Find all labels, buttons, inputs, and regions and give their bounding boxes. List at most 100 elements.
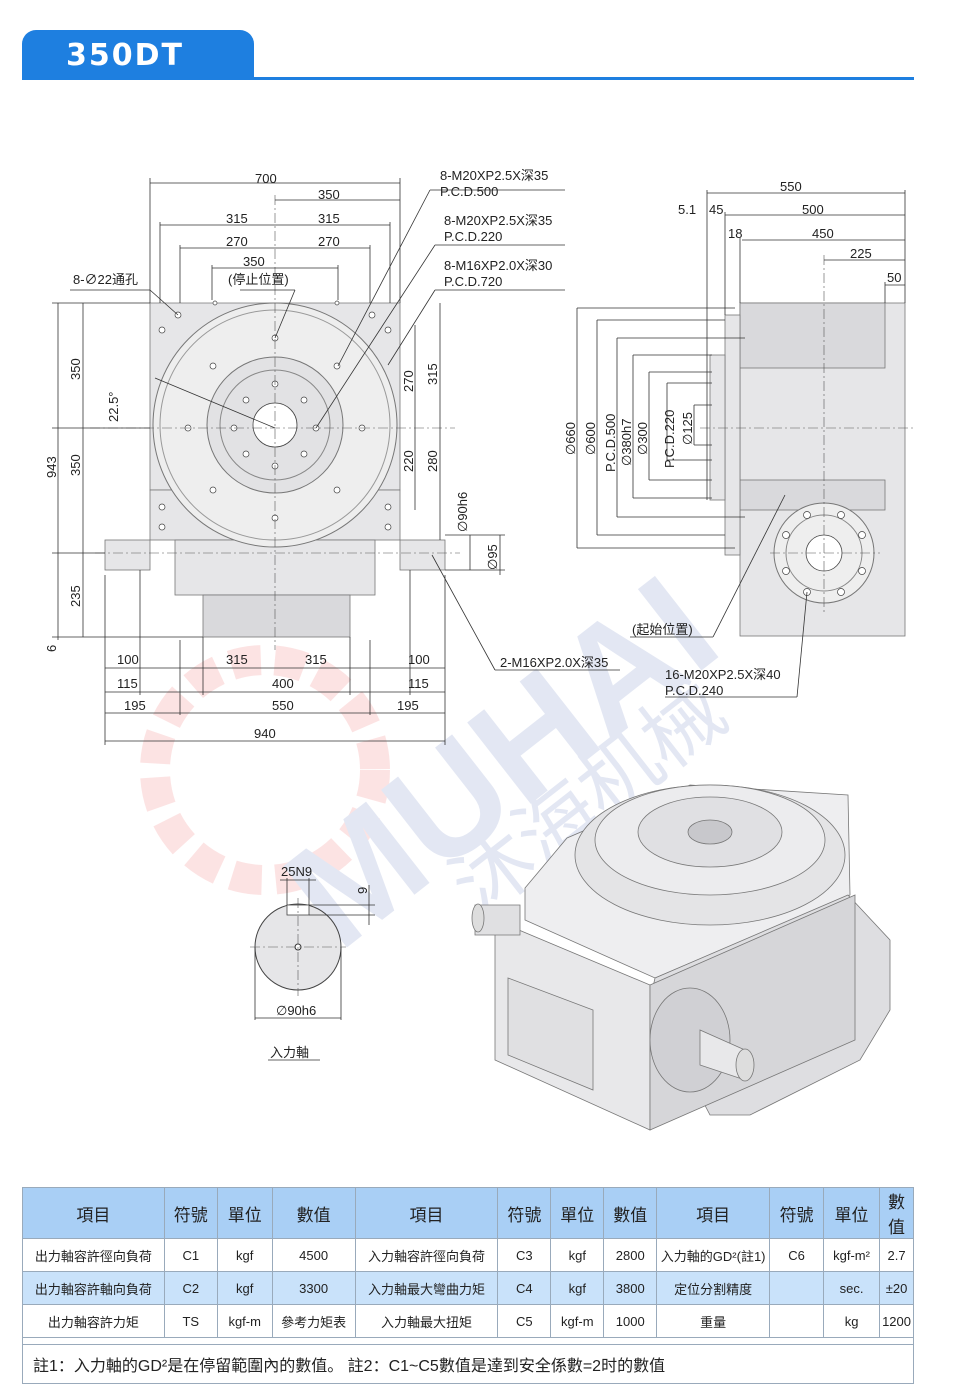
cell: kgf (550, 1271, 605, 1305)
cell: 入力軸最大彎曲力矩 (354, 1271, 499, 1305)
dim-95: ∅95 (485, 544, 500, 570)
cell: C1 (163, 1238, 218, 1272)
col-item: 項目 (354, 1187, 499, 1239)
spec-header-row: 項目 符號 單位 數值 項目 符號 單位 數值 項目 符號 單位 數值 (22, 1187, 914, 1239)
dim-100-right: 100 (408, 652, 430, 667)
dim-550-side: 550 (780, 179, 802, 194)
dim-350-stop: 350 (243, 254, 265, 269)
through-holes-label: 8-∅22通孔 (73, 272, 138, 287)
side-callout-line1: 16-M20XP2.5X深40 (665, 667, 781, 682)
dim-225: 225 (850, 246, 872, 261)
input-shaft-section: 25N9 9 ∅90h6 入力軸 (250, 864, 375, 1061)
dim-300: ∅300 (635, 422, 650, 455)
spec-table: 項目 符號 單位 數值 項目 符號 單位 數值 項目 符號 單位 數值 出力軸容… (22, 1187, 914, 1384)
col-symbol: 符號 (163, 1187, 218, 1239)
cell: TS (163, 1304, 218, 1338)
cell: 1200 (879, 1304, 914, 1338)
cell: 2.7 (879, 1238, 914, 1272)
dim-315-bottom-right: 315 (305, 652, 327, 667)
cell: C5 (497, 1304, 552, 1338)
cell: kgf (216, 1271, 273, 1305)
dim-50: 50 (887, 270, 901, 285)
shaft-diameter: ∅90h6 (276, 1003, 316, 1018)
dim-pcd500: P.C.D.500 (603, 414, 618, 472)
cell: C3 (497, 1238, 552, 1272)
keyway-label: 25N9 (281, 864, 312, 879)
col-symbol: 符號 (769, 1187, 825, 1239)
dim-550: 550 (272, 698, 294, 713)
cell: ±20 (879, 1271, 914, 1305)
dim-v350-top: 350 (68, 358, 83, 380)
dim-450: 450 (812, 226, 834, 241)
cell: C4 (497, 1271, 552, 1305)
dim-600: ∅600 (583, 422, 598, 455)
cell: 出力軸容許徑向負荷 (22, 1238, 165, 1272)
input-shaft-label: 入力軸 (270, 1045, 309, 1060)
cell: 3800 (603, 1271, 658, 1305)
dim-125: ∅125 (680, 412, 695, 445)
spacer-row (22, 1337, 914, 1345)
callout-1-line1: 8-M20XP2.5X深35 (440, 168, 548, 183)
cell: kgf-m² (823, 1238, 881, 1272)
dim-5-1: 5.1 (678, 202, 696, 217)
cell: 1000 (603, 1304, 658, 1338)
cell: 入力軸容許徑向負荷 (354, 1238, 499, 1272)
col-unit: 單位 (823, 1187, 881, 1239)
cell (769, 1304, 825, 1338)
cell: 出力軸容許軸向負荷 (22, 1271, 165, 1305)
cell: kgf (216, 1238, 273, 1272)
dim-18: 18 (728, 226, 742, 241)
cell: kgf-m (550, 1304, 605, 1338)
cell: 入力軸的GD²(註1) (656, 1238, 771, 1272)
dim-350: 350 (318, 187, 340, 202)
cell: kgf-m (216, 1304, 273, 1338)
col-item: 項目 (656, 1187, 771, 1239)
isometric-view (471, 784, 891, 1131)
cell: 2800 (603, 1238, 658, 1272)
cell: 4500 (271, 1238, 356, 1272)
dim-195-right: 195 (397, 698, 419, 713)
spacer (22, 1337, 914, 1345)
col-symbol: 符號 (497, 1187, 552, 1239)
dim-280-v: 280 (425, 450, 440, 472)
dim-270-left: 270 (226, 234, 248, 249)
col-value: 數值 (603, 1187, 658, 1239)
dim-400: 400 (272, 676, 294, 691)
dim-pcd220: P.C.D.220 (662, 410, 677, 468)
callout-1-line2: P.C.D.500 (440, 184, 498, 199)
dim-660: ∅660 (563, 422, 578, 455)
dim-943: 943 (44, 456, 59, 478)
keyway-depth: 9 (355, 887, 370, 894)
cell (769, 1271, 825, 1305)
dim-315-bottom-left: 315 (226, 652, 248, 667)
dim-220-v: 220 (401, 450, 416, 472)
col-value: 數值 (271, 1187, 356, 1239)
dim-270-right: 270 (318, 234, 340, 249)
cell: C2 (163, 1271, 218, 1305)
cell: 出力軸容許力矩 (22, 1304, 165, 1338)
callout-2-line1: 8-M20XP2.5X深35 (444, 213, 552, 228)
dim-380h7: ∅380h7 (619, 419, 634, 466)
title-underline (22, 77, 914, 80)
dim-115-right: 115 (408, 676, 429, 691)
callout-3-line1: 8-M16XP2.0X深30 (444, 258, 552, 273)
dim-6: 6 (44, 645, 59, 652)
dim-v350-bottom: 350 (68, 454, 83, 476)
stop-position-label: (停止位置) (228, 272, 289, 287)
dim-315-right: 315 (318, 211, 340, 226)
side-callout-line2: P.C.D.240 (665, 683, 723, 698)
dim-235: 235 (68, 585, 83, 607)
callout-4: 2-M16XP2.0X深35 (500, 655, 608, 670)
technical-drawing: MUHAI 沐海机械 (44, 168, 915, 1131)
dim-315-left: 315 (226, 211, 248, 226)
dim-270-v: 270 (401, 370, 416, 392)
cell: 入力軸最大扭矩 (354, 1304, 499, 1338)
dim-500-side: 500 (802, 202, 824, 217)
callout-3-line2: P.C.D.720 (444, 274, 502, 289)
side-view: 550 5.1 45 500 18 450 225 50 ∅660 ∅600 P… (563, 179, 915, 698)
dim-940: 940 (254, 726, 276, 741)
model-title: 350DT (22, 30, 254, 80)
